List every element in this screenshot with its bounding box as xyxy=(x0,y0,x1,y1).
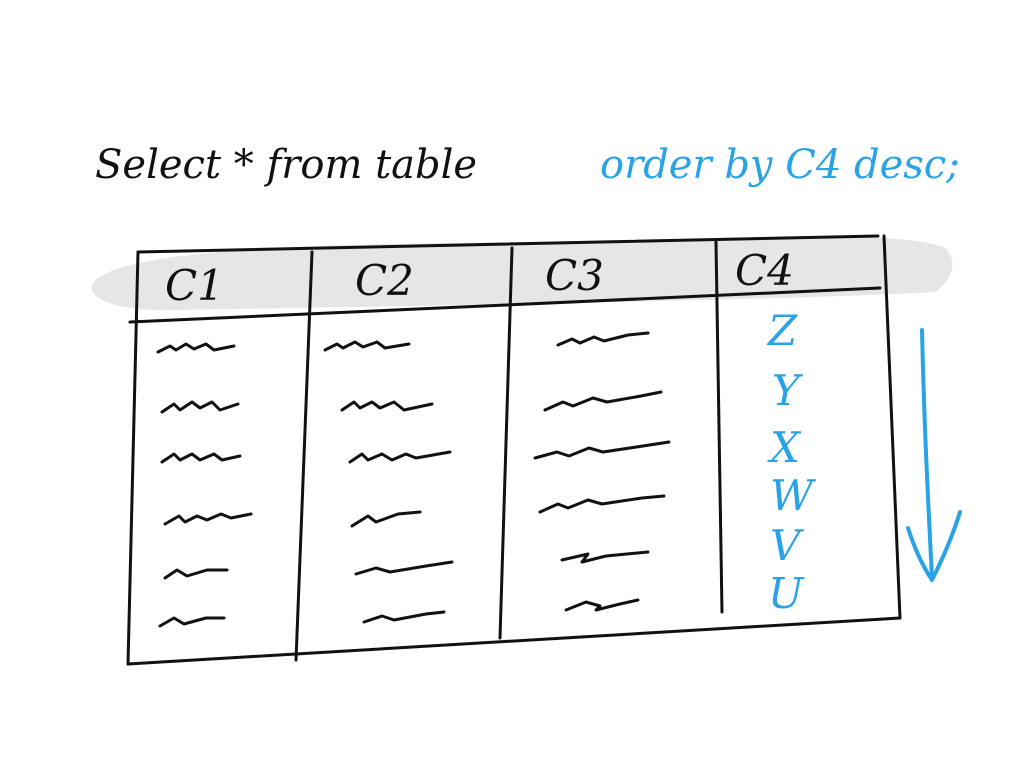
table-frame xyxy=(126,234,902,666)
query-text-blue: order by C4 desc; xyxy=(600,142,960,188)
scribble-c1-r5 xyxy=(163,568,229,580)
scribble-c1-r3 xyxy=(160,452,242,464)
c4-value-3: X xyxy=(767,423,802,472)
scribble-c3-r5 xyxy=(560,550,650,564)
header-c4: C4 xyxy=(735,246,794,295)
scribble-c1-r2 xyxy=(160,400,240,414)
table-bottom-border xyxy=(126,616,902,666)
scribble-c2-r2 xyxy=(340,400,434,412)
scribble-c2-r5 xyxy=(354,560,454,576)
header-c3: C3 xyxy=(545,251,604,300)
col-divider-3 xyxy=(714,240,724,614)
header-c2: C2 xyxy=(355,256,414,305)
arrow-down-icon xyxy=(906,328,962,582)
scribble-c2-r1 xyxy=(323,340,411,352)
scribble-c3-r3 xyxy=(533,440,671,460)
scribble-c2-r6 xyxy=(362,610,446,624)
col-divider-1 xyxy=(294,250,314,662)
col-divider-2 xyxy=(498,246,514,640)
scribble-c3-r1 xyxy=(556,331,650,347)
header-divider xyxy=(128,286,882,324)
c4-value-6: U xyxy=(768,569,805,618)
table-right-border xyxy=(882,234,902,620)
header-c1: C1 xyxy=(165,261,224,310)
c4-value-2: Y xyxy=(772,366,804,415)
c4-value-5: V xyxy=(770,521,804,570)
scribble-c1-r4 xyxy=(163,512,253,526)
c4-value-4: W xyxy=(770,471,817,520)
table-left-border xyxy=(126,250,140,666)
header-shade xyxy=(91,236,953,311)
scribble-c3-r2 xyxy=(543,390,663,412)
scribble-c3-r4 xyxy=(538,494,666,514)
table-top-border xyxy=(136,234,880,254)
query-text-black: Select * from table xyxy=(95,142,477,188)
scribble-c1-r1 xyxy=(156,342,236,354)
scribble-c2-r4 xyxy=(350,510,422,528)
c4-value-1: Z xyxy=(766,306,798,355)
row-scribbles xyxy=(156,331,671,628)
scribble-c2-r3 xyxy=(348,450,452,464)
scribble-c1-r6 xyxy=(158,616,226,628)
scribble-c3-r6 xyxy=(564,598,640,612)
